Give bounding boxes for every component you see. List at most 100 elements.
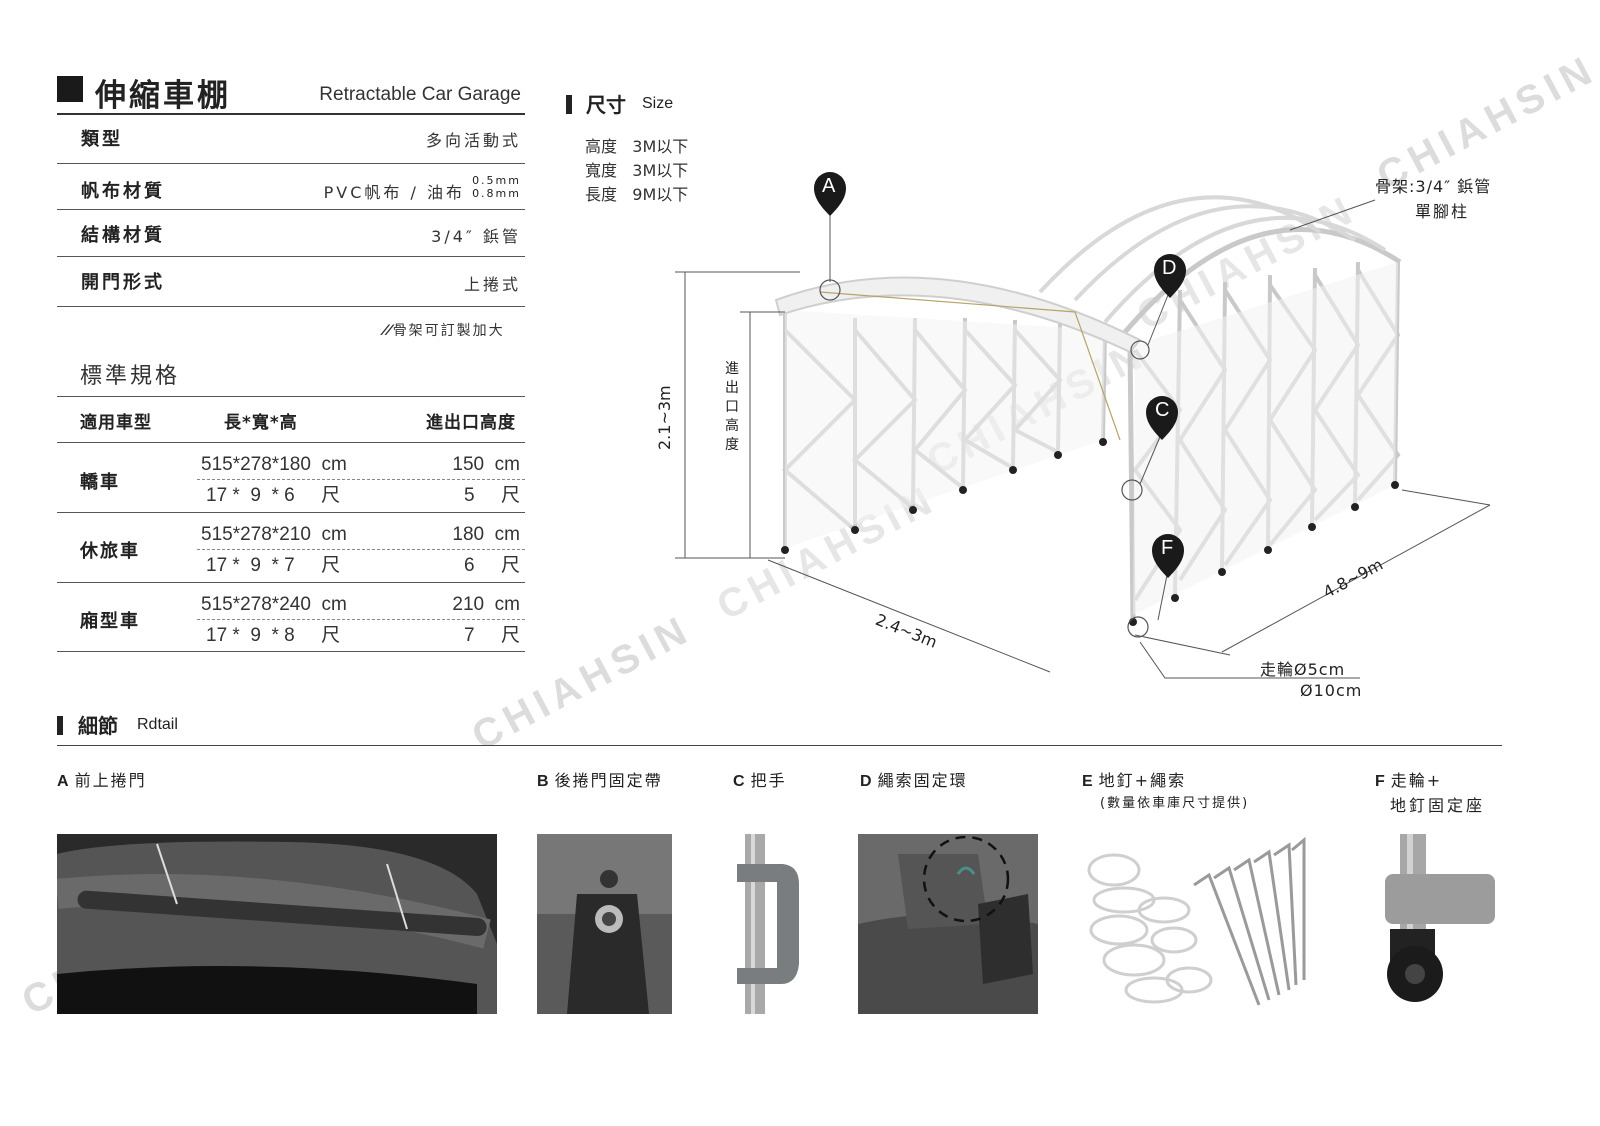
garage-diagram <box>675 172 1491 679</box>
detail-text: 前上捲門 <box>74 771 147 790</box>
height-dim-label: 2.1~3m <box>655 385 674 450</box>
detail-text: 後捲門固定帶 <box>554 771 663 790</box>
size-item: 長度 9M以下 <box>585 183 688 207</box>
row-divider-dashed <box>197 549 525 550</box>
wheel-size-1: 走輪Ø5cm <box>1260 660 1346 679</box>
spec-value: PVC帆布 / 油布 <box>323 183 465 202</box>
row-dims-ft: 17 * 9 * 8 尺 <box>206 625 341 646</box>
size-title-zh: 尺寸 <box>586 93 626 117</box>
wheel-dots <box>781 438 1399 626</box>
size-label: 高度 <box>585 137 618 156</box>
title-en: Retractable Car Garage <box>319 84 521 105</box>
table-top-rule <box>57 396 525 397</box>
detail-letter: F <box>1375 773 1387 790</box>
title-zh: 伸縮車棚 <box>95 78 231 114</box>
spec-label: 帆布材質 <box>81 181 165 202</box>
detail-letter: B <box>537 773 551 790</box>
size-label: 寬度 <box>585 161 618 180</box>
photo-handle <box>733 834 803 1014</box>
row-divider-dashed <box>197 619 525 620</box>
size-item: 高度 3M以下 <box>585 135 688 159</box>
section-mark-icon <box>57 716 63 735</box>
row-entrance-ft: 6 尺 <box>464 555 520 576</box>
spec-value: 上捲式 <box>463 275 521 294</box>
detail-letter: D <box>860 773 874 790</box>
spec-value: 3/4″ 鋲管 <box>431 227 521 246</box>
row-rule <box>57 582 525 583</box>
standard-title: 標準規格 <box>80 364 181 389</box>
marker-label: A <box>822 175 836 197</box>
size-item: 寬度 3M以下 <box>585 159 688 183</box>
row-entrance-cm: 150 cm <box>452 454 520 475</box>
custom-note-text: 骨架可訂製加大 <box>392 323 505 339</box>
table-bottom-rule <box>57 651 525 652</box>
fabric-thickness: 0.5mm 0.8mm <box>472 174 521 200</box>
detail-text: 地釘+繩索 <box>1098 771 1187 790</box>
photo-front-rollup-door <box>57 834 497 1014</box>
header-dims: 長*寬*高 <box>224 413 298 433</box>
row-type: 廂型車 <box>80 611 140 632</box>
row-entrance-cm: 210 cm <box>452 594 520 615</box>
photo-rear-door-strap <box>537 834 672 1014</box>
detail-rule <box>57 745 1502 746</box>
frame-note-1: 骨架:3/4″ 鋲管 <box>1375 177 1492 196</box>
wheel-size-2: Ø10cm <box>1300 681 1363 700</box>
detail-title-en: Rdtail <box>137 716 178 733</box>
detail-sub-e: (數量依車庫尺寸提供) <box>1100 796 1250 811</box>
photo-rope-ring <box>858 834 1038 1014</box>
marker-stems <box>829 208 1171 621</box>
product-title: 伸縮車棚 Retractable Car Garage <box>57 68 525 115</box>
spec-row-structure: 結構材質 3/4″ 鋲管 <box>57 209 525 257</box>
marker-label: F <box>1161 537 1174 559</box>
marker-label: C <box>1155 399 1170 421</box>
detail-title-zh: 細節 <box>78 714 118 738</box>
detail-letter: E <box>1082 773 1095 790</box>
row-dims-ft: 17 * 9 * 6 尺 <box>206 485 341 506</box>
marker-label: D <box>1162 257 1177 279</box>
detail-text: 把手 <box>750 771 787 790</box>
photo-stakes-rope <box>1074 830 1314 1020</box>
frame-note-2: 單腳柱 <box>1415 202 1470 221</box>
header-type: 適用車型 <box>80 413 152 433</box>
row-divider-dashed <box>197 479 525 480</box>
spec-row-fabric: 帆布材質 PVC帆布 / 油布 0.5mm 0.8mm <box>57 163 525 210</box>
spec-value: 多向活動式 <box>425 131 521 150</box>
title-square-icon <box>57 76 83 102</box>
photo-wheel-base <box>1375 834 1515 1014</box>
row-entrance-cm: 180 cm <box>452 524 520 545</box>
row-dims-ft: 17 * 9 * 7 尺 <box>206 555 341 576</box>
row-dims-cm: 515*278*180 cm <box>201 454 347 475</box>
header-entrance: 進出口高度 <box>426 413 516 433</box>
size-value: 9M以下 <box>632 185 689 204</box>
spec-row-type: 類型 多向活動式 <box>57 113 525 164</box>
size-list: 高度 3M以下 寬度 3M以下 長度 9M以下 <box>585 135 688 207</box>
size-label: 長度 <box>585 185 618 204</box>
detail-letter: A <box>57 773 71 790</box>
detail-text: 繩索固定環 <box>877 771 968 790</box>
pin-markers <box>814 172 1186 578</box>
detail-text: 走輪+ <box>1390 771 1443 790</box>
detail-sub-f: 地釘固定座 <box>1390 796 1486 815</box>
spec-label: 結構材質 <box>81 225 165 246</box>
spec-label: 類型 <box>81 129 123 150</box>
marker-rings <box>819 279 1150 638</box>
row-dims-cm: 515*278*240 cm <box>201 594 347 615</box>
custom-note: ⁄⁄骨架可訂製加大 <box>384 320 505 340</box>
slash-icon: ⁄⁄ <box>384 323 393 339</box>
dimension-lines <box>675 199 1491 679</box>
table-header-rule <box>57 442 525 443</box>
entrance-dim-label: 進出口高度 <box>725 361 740 453</box>
row-entrance-ft: 5 尺 <box>464 485 520 506</box>
thickness-bottom: 0.8mm <box>472 187 521 200</box>
row-dims-cm: 515*278*210 cm <box>201 524 347 545</box>
thickness-top: 0.5mm <box>472 174 521 187</box>
spec-label: 開門形式 <box>81 272 165 293</box>
size-value: 3M以下 <box>632 137 689 156</box>
row-type: 轎車 <box>80 472 120 493</box>
size-title-en: Size <box>642 95 674 112</box>
